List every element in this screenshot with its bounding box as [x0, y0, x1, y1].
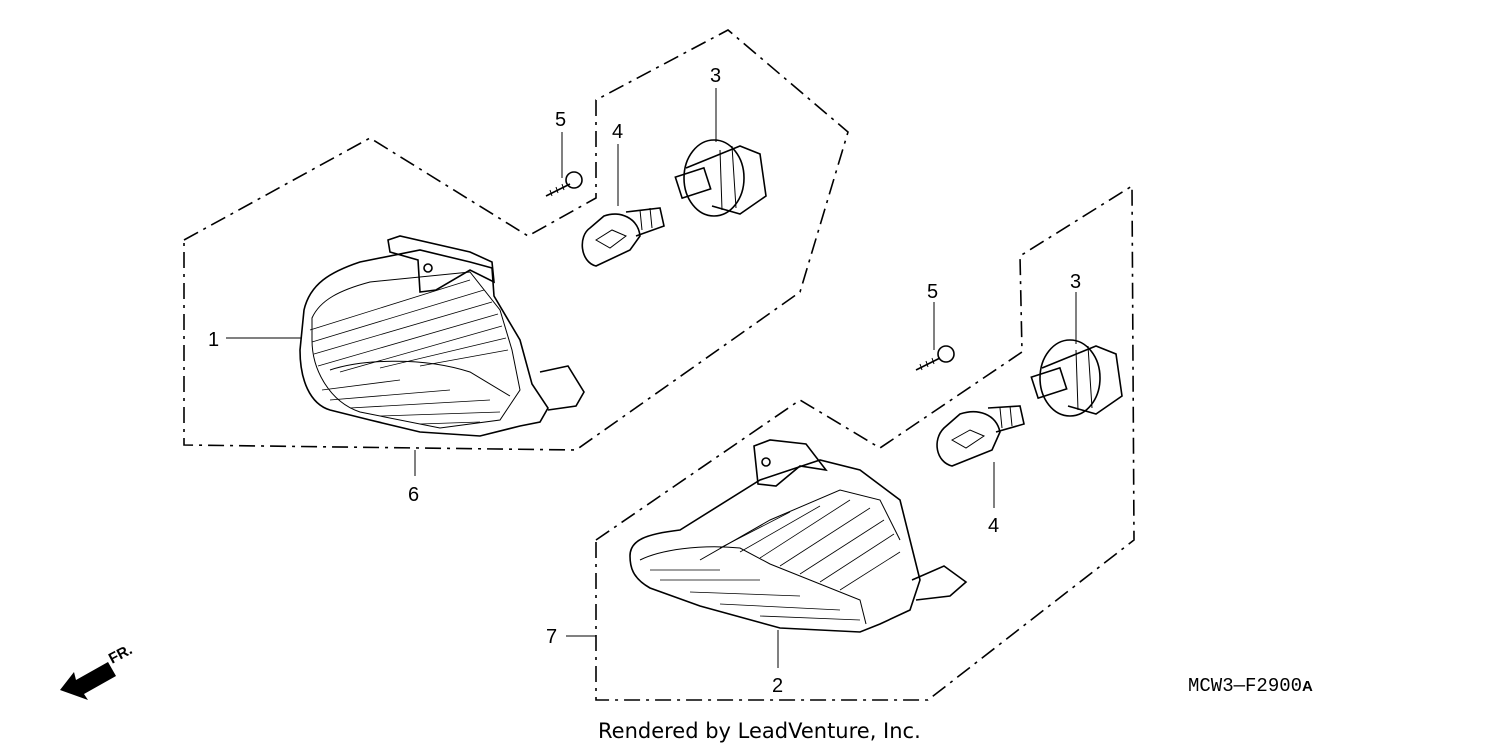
right-assembly-boundary [595, 184, 1135, 701]
drawing-code-suffix: A [1302, 678, 1313, 695]
left-lens-part[interactable] [299, 235, 585, 437]
left-bulb-part[interactable] [581, 207, 665, 267]
left-assembly-boundary [183, 29, 849, 451]
drawing-code-main: MCW3—F2900 [1188, 675, 1302, 697]
left-socket-part[interactable] [674, 139, 767, 217]
left-screw-part[interactable] [545, 171, 583, 197]
callout-3-left-socket: 3 [710, 65, 721, 87]
callout-3-right-socket: 3 [1070, 271, 1081, 293]
callout-1-left-lens: 1 [208, 329, 219, 351]
right-screw-part[interactable] [915, 345, 955, 371]
callout-4-left-bulb: 4 [612, 121, 623, 143]
right-lens-part[interactable] [629, 439, 968, 633]
callout-7-right-assembly: 7 [546, 626, 557, 648]
leader-lines [226, 88, 1077, 668]
direction-label: FR. [106, 641, 135, 667]
right-socket-part[interactable] [1030, 339, 1123, 417]
front-direction-arrow: FR. [60, 641, 135, 700]
drawing-code: MCW3—F2900A [1188, 675, 1313, 697]
right-bulb-part[interactable] [936, 405, 1025, 467]
credit-text: Rendered by LeadVenture, Inc. [598, 719, 921, 743]
callout-6-left-assembly: 6 [408, 484, 419, 506]
callout-5-right-screw: 5 [927, 281, 938, 303]
callout-2-right-lens: 2 [772, 675, 783, 697]
callout-4-right-bulb: 4 [988, 515, 999, 537]
callout-5-left-screw: 5 [555, 109, 566, 131]
